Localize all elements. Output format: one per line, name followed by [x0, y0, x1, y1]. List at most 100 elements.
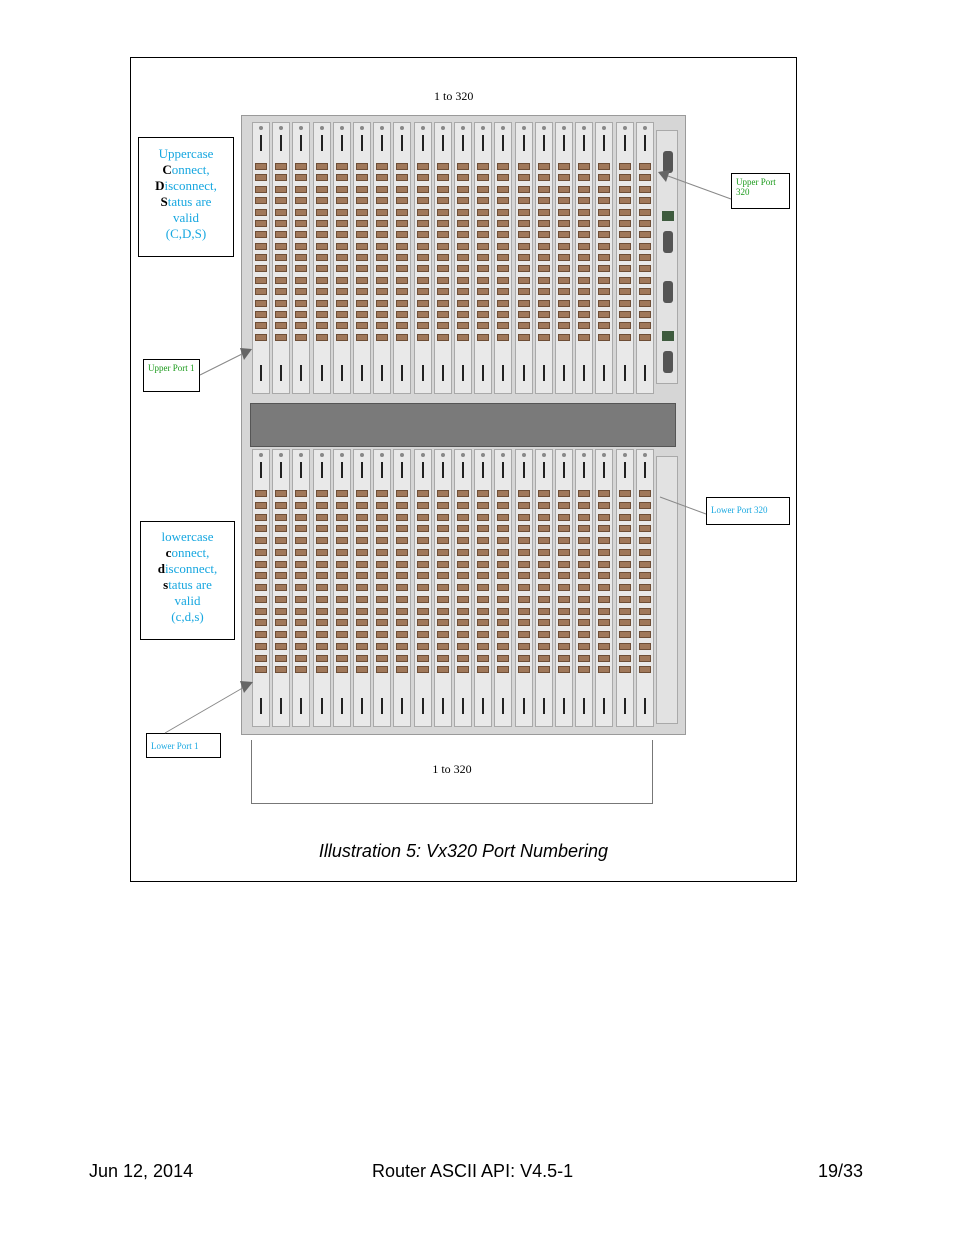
- slot-handle: [502, 135, 505, 151]
- port-connector: [376, 231, 389, 239]
- port-connector: [356, 595, 368, 603]
- slot-handle: [340, 135, 343, 151]
- port-connector: [356, 231, 368, 239]
- port-connector: [335, 584, 348, 591]
- upper-port-1-label: Upper Port 1: [143, 359, 200, 392]
- port-connector: [376, 525, 389, 533]
- port-connector: [477, 265, 490, 273]
- port-connector: [558, 572, 570, 580]
- slot-handle: [441, 698, 444, 714]
- port-connector: [396, 525, 409, 533]
- port-connector: [537, 265, 550, 273]
- port-connector: [638, 163, 651, 170]
- port-connector: [578, 513, 591, 521]
- port-connector: [497, 501, 510, 509]
- port-connector: [457, 310, 469, 318]
- port-connector: [376, 572, 389, 580]
- port-connector: [618, 490, 631, 497]
- slot-screw: [279, 453, 284, 457]
- port-connector: [598, 310, 611, 318]
- port-connector: [598, 197, 611, 205]
- port-connector: [457, 276, 469, 284]
- ethernet-connector: [662, 211, 674, 221]
- port-connector: [477, 219, 490, 227]
- slot-screw: [279, 126, 284, 130]
- port-connector: [295, 265, 308, 273]
- port-connector: [457, 219, 469, 227]
- port-connector: [457, 666, 469, 674]
- port-connector: [376, 163, 389, 170]
- card-slot: [514, 122, 533, 394]
- slot-handle: [421, 135, 424, 151]
- port-connector: [618, 654, 631, 662]
- port-connector: [295, 595, 308, 603]
- port-connector: [497, 525, 510, 533]
- port-connector: [376, 208, 389, 216]
- port-connector: [497, 595, 510, 603]
- card-slot: [373, 449, 392, 727]
- port-connector: [356, 642, 368, 650]
- port-connector: [376, 265, 389, 273]
- port-connector: [255, 513, 267, 521]
- port-connector: [578, 231, 591, 239]
- port-connector: [315, 501, 328, 509]
- serial-connector: [663, 281, 673, 303]
- port-connector: [497, 322, 510, 330]
- port-connector: [315, 242, 328, 250]
- port-connector: [497, 219, 510, 227]
- port-connector: [477, 595, 490, 603]
- slot-handle: [300, 135, 303, 151]
- port-connector: [436, 642, 449, 650]
- port-connector: [457, 208, 469, 216]
- card-slot: [252, 122, 270, 394]
- port-connector: [396, 208, 409, 216]
- port-connector: [356, 185, 368, 193]
- port-connector: [396, 299, 409, 307]
- slot-screw: [622, 453, 627, 457]
- port-connector: [396, 513, 409, 521]
- port-connector: [356, 288, 368, 296]
- port-connector: [638, 197, 651, 205]
- port-connector: [517, 288, 530, 296]
- port-connector: [457, 631, 469, 638]
- slot-handle: [401, 698, 404, 714]
- port-connector: [598, 642, 611, 650]
- port-connector: [396, 265, 409, 273]
- port-connector: [295, 208, 308, 216]
- port-connector: [618, 537, 631, 544]
- port-connector: [376, 619, 389, 627]
- port-connector: [477, 288, 490, 296]
- slot-screw: [259, 126, 263, 130]
- slot-handle: [361, 462, 363, 478]
- port-connector: [396, 163, 409, 170]
- port-connector: [598, 572, 611, 580]
- port-connector: [497, 254, 510, 261]
- port-connector: [416, 254, 429, 261]
- port-connector: [376, 288, 389, 296]
- port-connector: [558, 310, 570, 318]
- port-connector: [416, 666, 429, 674]
- bottom-range-bracket: 1 to 320: [251, 740, 653, 804]
- port-connector: [598, 501, 611, 509]
- port-connector: [416, 595, 429, 603]
- port-connector: [598, 208, 611, 216]
- card-slot: [534, 122, 553, 394]
- port-connector: [497, 572, 510, 580]
- port-connector: [275, 631, 288, 638]
- port-connector: [638, 242, 651, 250]
- footer-date: Jun 12, 2014: [89, 1161, 194, 1181]
- card-slot: [353, 122, 371, 394]
- slot-handle: [583, 365, 586, 381]
- slot-screw: [319, 126, 324, 130]
- card-slot: [514, 449, 533, 727]
- port-connector: [497, 242, 510, 250]
- port-connector: [356, 208, 368, 216]
- card-slot: [595, 449, 614, 727]
- port-connector: [335, 310, 348, 318]
- port-connector: [255, 595, 267, 603]
- card-slot: [474, 122, 493, 394]
- port-connector: [436, 595, 449, 603]
- slot-handle: [381, 365, 384, 381]
- port-connector: [598, 619, 611, 627]
- port-connector: [578, 310, 591, 318]
